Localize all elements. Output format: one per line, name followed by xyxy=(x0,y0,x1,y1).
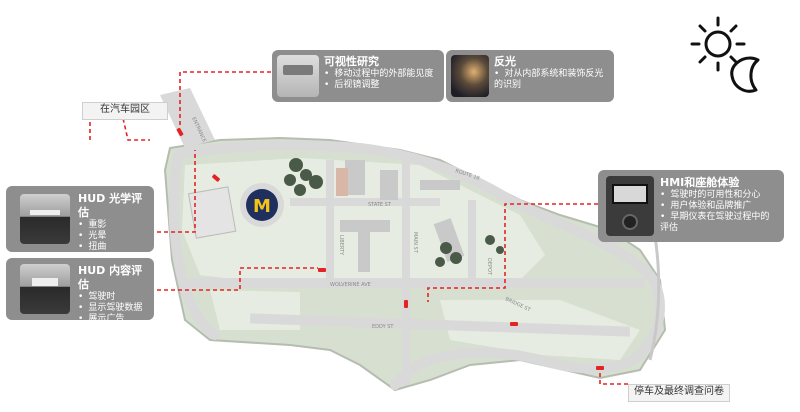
map-label-state: STATE ST xyxy=(368,202,392,208)
visibility-item: 移动过程中的外部能见度 xyxy=(324,69,438,80)
map-label-liberty: LIBERTY xyxy=(338,235,344,256)
map-label-main: MAIN ST xyxy=(412,232,418,254)
visibility-thumbnail xyxy=(277,55,319,97)
connector-visibility xyxy=(179,71,292,128)
card-hmi: HMI和座舱体验 驾驶时的可用性和分心 用户体验和品牌推广 早期仪表在驾驶过程中… xyxy=(598,170,784,242)
connector-parking xyxy=(599,372,628,385)
hud-optics-item: 扭曲 xyxy=(78,242,148,253)
hmi-title: HMI和座舱体验 xyxy=(660,176,740,189)
connector-hud-content xyxy=(150,267,318,291)
hud-optics-thumbnail xyxy=(20,194,70,244)
map-label-wolverine: WOLVERINE AVE xyxy=(330,282,371,288)
card-hud-optics: HUD 光学评估 重影 光晕 扭曲 杂光 xyxy=(6,186,154,263)
svg-text:M: M xyxy=(253,196,271,217)
route-connectors xyxy=(89,71,628,385)
trees xyxy=(284,158,504,267)
card-hud-content: HUD 内容评估 驾驶时 显示驾驶数据 展示广告 xyxy=(6,258,154,324)
card-visibility: 可视性研究 移动过程中的外部能见度 后视镜调整 xyxy=(272,50,444,102)
hmi-thumbnail xyxy=(606,176,654,236)
hud-content-title: HUD 内容评估 xyxy=(78,264,143,291)
cars xyxy=(176,127,604,370)
hud-optics-item: 光晕 xyxy=(78,231,148,242)
card-glare: 反光 对从内部系统和装饰反光的识别 xyxy=(446,50,614,102)
glare-title: 反光 xyxy=(494,55,516,68)
hud-content-item: 驾驶时 xyxy=(78,292,148,303)
hud-content-thumbnail xyxy=(20,264,70,314)
connector-hud-optics xyxy=(150,150,196,233)
hud-content-item: 显示驾驶数据 xyxy=(78,303,148,314)
connector-hmi xyxy=(427,203,598,302)
hud-optics-title: HUD 光学评估 xyxy=(78,192,143,219)
visibility-item: 后视镜调整 xyxy=(324,80,438,91)
map-label-eddy: EDDY ST xyxy=(372,324,394,330)
campus-label: 在汽车园区 xyxy=(82,102,168,120)
hud-content-item: 展示广告 xyxy=(78,314,148,325)
glare-item: 对从内部系统和装饰反光的识别 xyxy=(494,69,604,91)
sun-icon xyxy=(690,16,746,72)
map-label-depot: DEPOT xyxy=(486,258,492,276)
hud-optics-item: 重影 xyxy=(78,220,148,231)
glare-thumbnail xyxy=(451,55,489,97)
hmi-item: 用户体验和品牌推广 xyxy=(660,201,778,212)
hmi-item: 早期仪表在驾驶过程中的评估 xyxy=(660,212,778,234)
hmi-item: 驾驶时的可用性和分心 xyxy=(660,190,778,201)
visibility-title: 可视性研究 xyxy=(324,55,379,68)
ring-road xyxy=(173,140,666,390)
day-night-icon xyxy=(690,16,760,93)
moon-icon xyxy=(730,56,760,93)
parking-label: 停车及最终调查问卷 xyxy=(628,384,730,402)
